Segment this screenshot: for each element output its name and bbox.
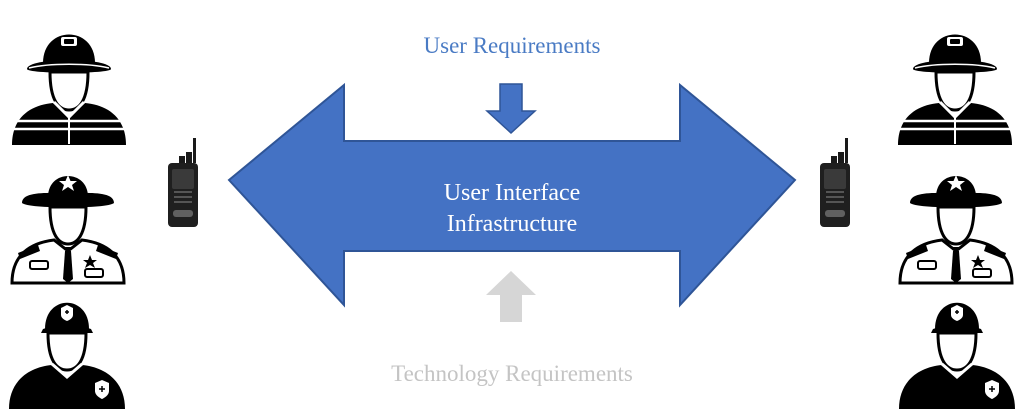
two-way-radio-icon — [820, 138, 850, 227]
user-requirements-label: User Requirements — [423, 33, 601, 58]
sheriff-icon — [10, 173, 126, 285]
two-way-radio-icon — [168, 138, 198, 227]
center-label-line-2: Infrastructure — [446, 211, 578, 237]
firefighter-icon — [10, 33, 128, 147]
center-label-line-1: User Interface — [443, 180, 581, 206]
security-guard-icon — [7, 301, 127, 409]
technology-requirements-label: Technology Requirements — [391, 361, 633, 386]
sheriff-icon — [898, 173, 1014, 285]
user-requirements-arrow — [485, 83, 537, 135]
technology-requirements-arrow — [486, 271, 536, 322]
interface-infrastructure-label: User Interface Infrastructure — [362, 178, 662, 240]
firefighter-icon — [896, 33, 1014, 147]
interface-double-arrow — [227, 82, 797, 308]
security-guard-icon — [897, 301, 1017, 409]
